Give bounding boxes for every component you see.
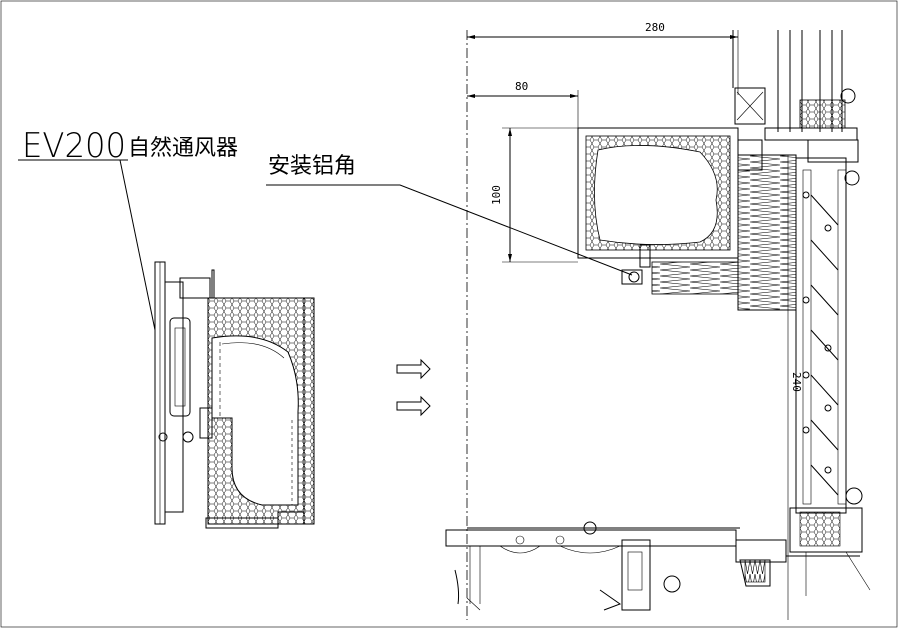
aluminum-angle-leader xyxy=(266,184,633,276)
dimension-overall-width: 280 xyxy=(645,21,665,34)
bottom-sill-profile xyxy=(445,521,860,611)
ev200-section: EV200 自然通风器 xyxy=(18,126,315,529)
product-name-label: 自然通风器 xyxy=(128,136,238,161)
installation-section: 280 80 100 安装铝角 xyxy=(266,21,871,620)
angle-infill xyxy=(651,261,739,295)
air-chamber xyxy=(211,335,299,506)
glazing-unit xyxy=(732,30,860,186)
product-leader-line xyxy=(119,159,156,331)
louver-column: 240 xyxy=(787,155,871,620)
dimension-box-height: 100 xyxy=(490,185,503,205)
aluminum-angle-label: 安装铝角 xyxy=(268,154,356,179)
airflow-arrow-upper xyxy=(396,358,431,380)
airflow-arrows xyxy=(396,358,431,417)
insulation-column xyxy=(737,154,797,311)
dimension-offset-width: 80 xyxy=(515,80,528,93)
dimension-vertical-run: 240 xyxy=(790,372,803,392)
airflow-arrow-lower xyxy=(396,395,431,417)
product-code-label: EV200 xyxy=(22,126,126,166)
